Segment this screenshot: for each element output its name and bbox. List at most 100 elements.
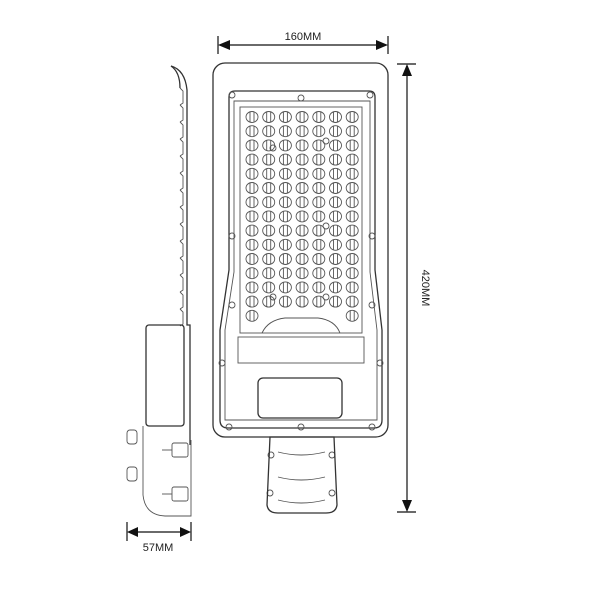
led — [329, 167, 342, 180]
screw-icon — [322, 222, 330, 230]
led — [312, 125, 326, 138]
led — [312, 281, 326, 294]
led — [262, 281, 276, 294]
led — [345, 238, 359, 251]
led — [345, 210, 359, 223]
led — [278, 210, 292, 223]
led — [295, 238, 309, 251]
led — [329, 267, 342, 280]
led — [312, 238, 326, 251]
screw-icon — [366, 91, 374, 99]
led — [295, 139, 309, 152]
led — [245, 139, 259, 152]
led — [312, 224, 326, 237]
led — [278, 238, 292, 251]
depth-label: 57MM — [143, 542, 174, 554]
screw-icon — [269, 144, 277, 152]
led — [345, 167, 359, 180]
led — [278, 111, 292, 123]
screw-icon — [267, 451, 275, 459]
led — [262, 153, 276, 166]
screw-icon — [322, 293, 330, 301]
led — [278, 281, 292, 294]
screw-icon — [368, 232, 376, 240]
led — [262, 238, 276, 251]
led — [245, 210, 259, 223]
led — [345, 309, 359, 322]
led — [295, 111, 309, 123]
driver-window — [257, 377, 343, 419]
led — [262, 295, 276, 308]
led — [278, 153, 292, 166]
led — [278, 182, 292, 194]
led — [245, 182, 259, 194]
led — [345, 196, 359, 209]
screw-icon — [225, 423, 233, 431]
led — [312, 153, 326, 166]
led — [345, 267, 359, 280]
led — [278, 196, 292, 209]
led — [312, 167, 326, 180]
screw-icon — [328, 489, 336, 497]
led — [262, 224, 276, 237]
led — [329, 111, 342, 123]
led — [329, 238, 342, 251]
screw-icon — [322, 137, 330, 145]
led — [262, 267, 276, 280]
led — [278, 267, 292, 280]
led — [295, 167, 309, 180]
led — [295, 295, 309, 308]
led — [245, 167, 259, 180]
led — [329, 125, 342, 138]
led — [312, 196, 326, 209]
led — [262, 253, 276, 265]
screw-icon — [368, 301, 376, 309]
led — [312, 210, 326, 223]
screw-icon — [228, 91, 236, 99]
led — [345, 295, 359, 308]
led — [345, 153, 359, 166]
led — [278, 167, 292, 180]
length-dimension: 420MM — [397, 63, 431, 513]
led — [329, 281, 342, 294]
length-label: 420MM — [419, 270, 431, 307]
led — [262, 125, 276, 138]
led — [312, 295, 326, 308]
led — [278, 295, 292, 308]
led — [345, 111, 359, 123]
screw-icon — [228, 301, 236, 309]
led — [312, 253, 326, 265]
led — [262, 182, 276, 194]
led — [245, 238, 259, 251]
led — [245, 111, 259, 123]
led — [295, 224, 309, 237]
led — [245, 267, 259, 280]
width-label: 160MM — [285, 31, 322, 43]
led — [245, 253, 259, 265]
screw-icon — [376, 359, 384, 367]
led — [345, 139, 359, 152]
screw-icon — [297, 423, 305, 431]
led — [262, 111, 276, 123]
led-panel — [239, 106, 363, 334]
led — [345, 281, 359, 294]
led — [312, 111, 326, 123]
led — [312, 139, 326, 152]
led — [245, 125, 259, 138]
led — [345, 125, 359, 138]
led — [329, 224, 342, 237]
pole-mount — [266, 436, 338, 514]
led — [245, 295, 259, 308]
led — [245, 309, 259, 322]
led — [295, 182, 309, 194]
screw-icon — [368, 423, 376, 431]
led — [329, 295, 342, 308]
led — [295, 196, 309, 209]
led — [295, 281, 309, 294]
led — [329, 253, 342, 265]
label-plate — [237, 336, 365, 364]
led — [329, 210, 342, 223]
led — [262, 210, 276, 223]
led — [329, 196, 342, 209]
